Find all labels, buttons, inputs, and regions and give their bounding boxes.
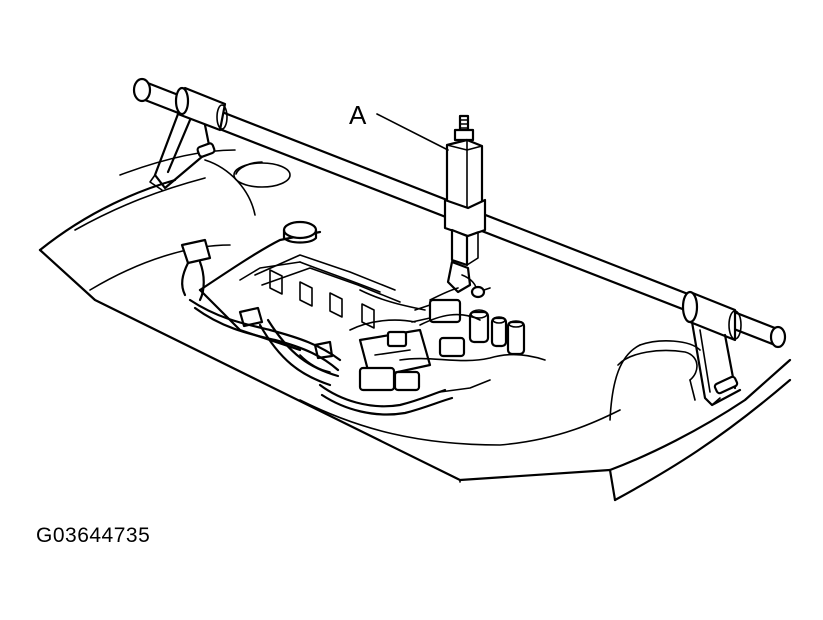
callout-a: A (349, 100, 449, 151)
engine-compartment-outline (38, 149, 792, 502)
callout-a-label: A (349, 100, 367, 130)
engine-support-hook-tool (443, 114, 491, 299)
right-support-bracket (681, 290, 742, 407)
figure-code: G03644735 (36, 524, 151, 547)
left-support-bracket (149, 86, 228, 191)
engine-hoses-and-wiring (188, 287, 546, 416)
engine-assembly (180, 220, 526, 392)
